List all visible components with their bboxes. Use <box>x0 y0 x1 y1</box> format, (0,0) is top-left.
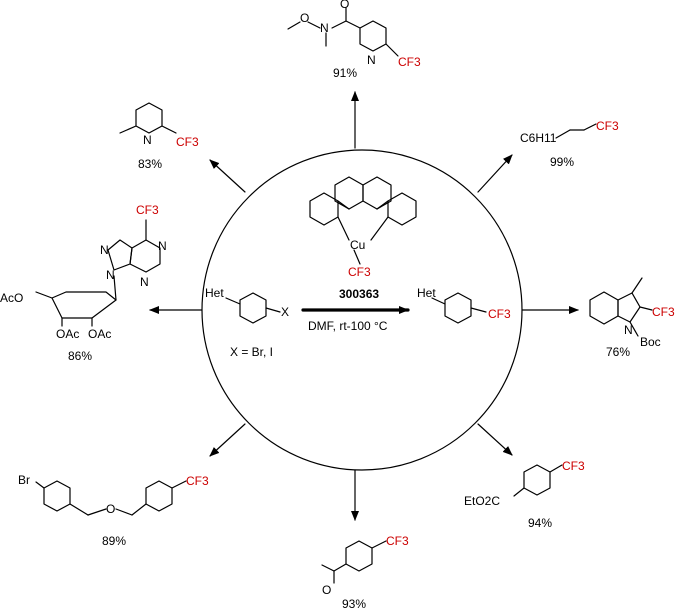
cu-label: Cu <box>350 238 365 252</box>
example-dibenzyl-ether: Br O CF3 89% <box>18 473 209 548</box>
ex1-label-amide-n: N <box>320 21 329 35</box>
ex3-label-boc: Boc <box>640 335 661 349</box>
example-methylpyridine: N CF3 83% <box>119 102 199 171</box>
ex7-label-n-1: N <box>106 268 115 282</box>
ex7-label-n-2: N <box>100 243 109 257</box>
ex7-label-oac-2: OAc <box>88 327 111 341</box>
ex3-label-cf3: CF3 <box>652 305 675 319</box>
ex5-label-cf3: CF3 <box>386 534 409 548</box>
ex3-yield: 76% <box>606 345 630 359</box>
ex8-label-n: N <box>143 133 152 147</box>
ex6-label-br: Br <box>18 473 30 487</box>
ex6-yield: 89% <box>102 534 126 548</box>
ex8-label-cf3: CF3 <box>176 135 199 149</box>
reagent-structure: Cu CF3 <box>309 176 417 279</box>
arrow-bottom-right <box>477 423 513 456</box>
arrow-top-right <box>477 154 513 193</box>
ex4-yield: 94% <box>528 516 552 530</box>
product-cf3-label: CF3 <box>488 307 511 321</box>
ex7-label-oac-1: OAc <box>56 327 79 341</box>
ex7-label-aco: AcO <box>0 291 23 305</box>
ex2-label-cf3: CF3 <box>596 119 619 133</box>
ex8-yield: 83% <box>138 157 162 171</box>
example-alkene: C6H11 CF3 99% <box>520 119 619 169</box>
ex3-label-n: N <box>624 323 633 337</box>
ex1-yield: 91% <box>333 66 357 80</box>
ex6-label-cf3: CF3 <box>186 474 209 488</box>
example-weinreb-pyridine: O O N N CF3 91% <box>287 0 421 80</box>
x-definition: X = Br, I <box>230 345 273 359</box>
example-ester-arene: EtO2C CF3 94% <box>464 459 585 530</box>
ex5-label-o: O <box>322 583 331 597</box>
arrow-top-left <box>209 159 246 193</box>
ex7-yield: 86% <box>68 349 92 363</box>
product-het-label: Het <box>417 286 436 300</box>
reaction-conditions: DMF, rt-100 °C <box>308 319 388 333</box>
ex2-label-c6h11: C6H11 <box>520 131 557 145</box>
ex5-yield: 93% <box>342 597 366 611</box>
ex2-yield: 99% <box>550 155 574 169</box>
ex6-label-o: O <box>106 502 115 516</box>
substrate-x-label: X <box>281 305 289 319</box>
ex1-label-o: O <box>300 11 309 25</box>
ex7-label-n-3: N <box>158 239 167 253</box>
example-indole: N Boc CF3 76% <box>589 277 675 359</box>
ex1-label-carbonyl-o: O <box>340 0 349 11</box>
ex7-label-n-4: N <box>140 275 149 289</box>
example-acetophenone: O CF3 93% <box>321 534 409 611</box>
ex1-label-cf3: CF3 <box>398 55 421 69</box>
ex1-label-ring-n: N <box>367 53 376 67</box>
substrate-het-label: Het <box>205 286 224 300</box>
arrow-bottom-left <box>209 423 246 457</box>
radial-arrows <box>149 91 579 521</box>
ex4-label-etoc: EtO2C <box>464 494 500 508</box>
compound-number: 300363 <box>339 287 379 301</box>
reagent-cf3-label: CF3 <box>348 265 371 279</box>
ex7-label-cf3: CF3 <box>136 203 159 217</box>
substrate-structure: Het X X = Br, I <box>205 286 289 359</box>
example-nucleoside: AcO OAc OAc N N N N CF3 86% <box>0 203 167 363</box>
product-structure: Het CF3 <box>417 286 511 324</box>
ex4-label-cf3: CF3 <box>562 459 585 473</box>
